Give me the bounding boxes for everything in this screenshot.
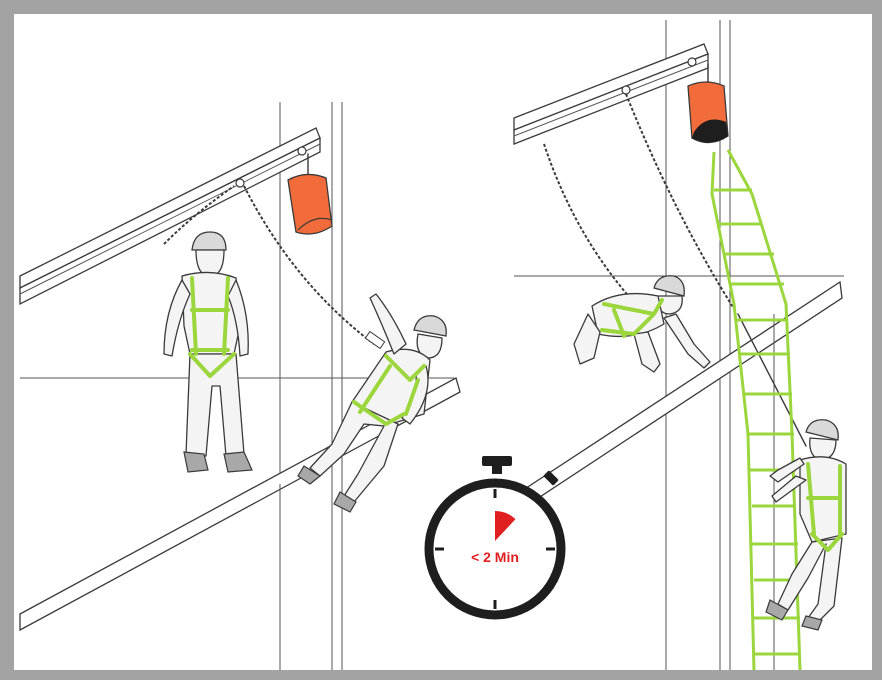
rescue-bag-left (288, 154, 332, 234)
right-scene (514, 20, 846, 670)
left-scene (20, 102, 460, 670)
standing-worker (164, 232, 252, 472)
crawling-worker (574, 276, 710, 372)
climbing-worker (766, 420, 846, 630)
fall-rescue-illustration: < 2 Min (14, 14, 872, 670)
timer-label: < 2 Min (471, 549, 519, 565)
rescue-bag-right (688, 64, 728, 143)
falling-worker (298, 294, 446, 512)
illustration-panel: < 2 Min (14, 14, 872, 670)
